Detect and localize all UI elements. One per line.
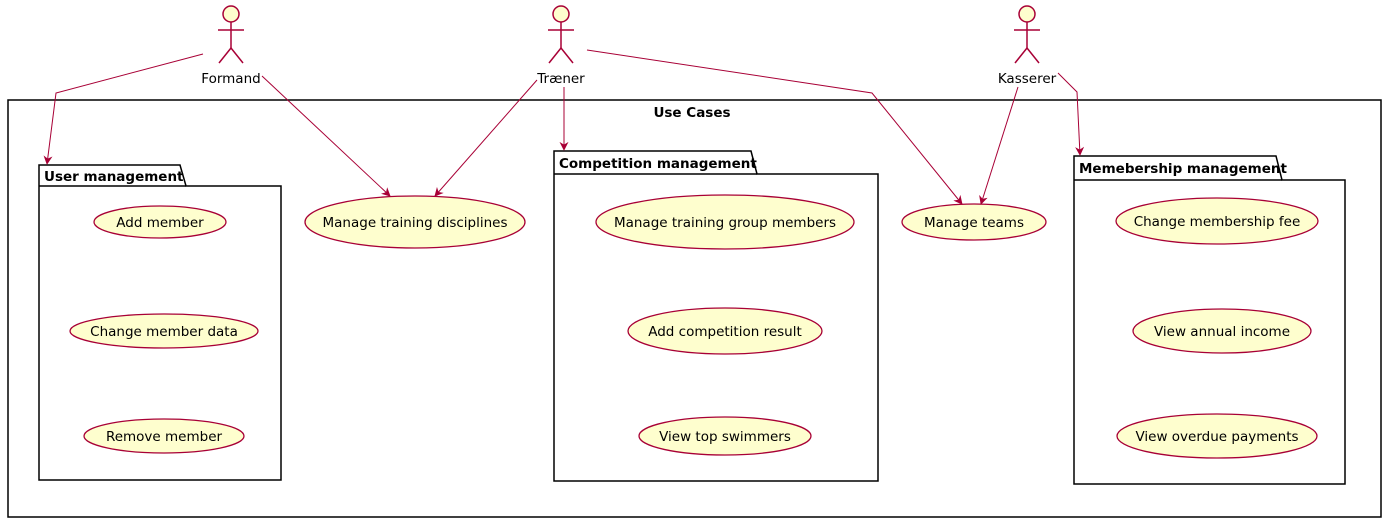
use-case-add-competition-result[interactable]: Add competition result <box>627 307 823 355</box>
svg-text:Manage teams: Manage teams <box>924 215 1024 231</box>
actor-label: Formand <box>201 71 260 87</box>
edge-formand-manage-training-disciplines <box>261 75 391 197</box>
use-case-manage-training-group-members[interactable]: Manage training group members <box>595 194 855 250</box>
svg-text:Add member: Add member <box>116 215 204 231</box>
svg-text:Manage training disciplines: Manage training disciplines <box>323 215 508 231</box>
package-title: Memebership management <box>1079 161 1287 177</box>
edge-formand-user-management <box>43 53 204 165</box>
svg-text:Change membership fee: Change membership fee <box>1134 214 1301 230</box>
actor-traener[interactable]: Træner <box>536 5 585 87</box>
package-title: User management <box>44 169 184 185</box>
use-case-view-annual-income[interactable]: View annual income <box>1132 308 1312 354</box>
use-case-view-top-swimmers[interactable]: View top swimmers <box>638 416 812 456</box>
actor-kasserer[interactable]: Kasserer <box>998 5 1057 87</box>
svg-text:View overdue payments: View overdue payments <box>1135 429 1298 445</box>
edge-traener-manage-teams <box>586 49 963 205</box>
actor-formand[interactable]: Formand <box>201 5 261 87</box>
use-case-view-overdue-payments[interactable]: View overdue payments <box>1116 413 1318 459</box>
use-case-manage-teams[interactable]: Manage teams <box>901 203 1047 241</box>
system-title: Use Cases <box>653 105 730 121</box>
use-case-remove-member[interactable]: Remove member <box>83 418 245 454</box>
svg-text:Change member data: Change member data <box>90 324 238 340</box>
use-case-add-member[interactable]: Add member <box>93 205 227 239</box>
svg-text:Manage training group members: Manage training group members <box>614 215 836 231</box>
edge-kasserer-manage-teams <box>979 86 1019 205</box>
svg-text:View annual income: View annual income <box>1154 324 1290 340</box>
use-case-change-membership-fee[interactable]: Change membership fee <box>1115 197 1319 245</box>
actor-label: Kasserer <box>998 71 1057 87</box>
edge-kasserer-membership-management <box>1057 72 1085 156</box>
svg-text:Remove member: Remove member <box>106 429 223 445</box>
use-case-change-member-data[interactable]: Change member data <box>69 313 259 349</box>
package-title: Competition management <box>559 156 757 172</box>
svg-text:View top swimmers: View top swimmers <box>659 429 791 445</box>
actor-label: Træner <box>536 71 585 87</box>
use-case-manage-training-disciplines[interactable]: Manage training disciplines <box>304 195 526 249</box>
svg-text:Add competition result: Add competition result <box>648 324 802 340</box>
edge-traener-manage-training-disciplines <box>434 79 538 197</box>
